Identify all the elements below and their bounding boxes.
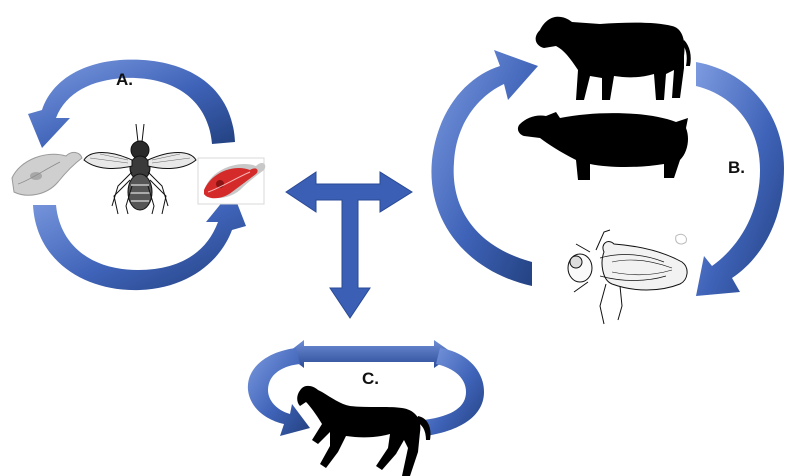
trypanosome-grey-icon xyxy=(12,152,82,195)
cycle-b-left-arrow xyxy=(431,50,538,286)
cycle-a-label: A. xyxy=(116,70,133,89)
fly-icon xyxy=(568,230,687,324)
pig-icon xyxy=(518,112,688,180)
cycle-c-label: C. xyxy=(362,369,379,388)
cycle-a: A. xyxy=(12,60,265,291)
cycle-c-top-arrow xyxy=(286,340,454,368)
cycle-b-right-arrow xyxy=(696,62,784,296)
trypanosome-red-icon xyxy=(198,158,265,204)
cycle-c: C. xyxy=(248,340,484,476)
three-way-arrow-icon xyxy=(286,172,412,318)
cycle-b: B. xyxy=(431,17,784,324)
tsetse-fly-icon xyxy=(84,124,196,214)
horse-icon xyxy=(297,386,430,476)
cycle-b-label: B. xyxy=(728,158,745,177)
cow-icon xyxy=(536,17,691,100)
